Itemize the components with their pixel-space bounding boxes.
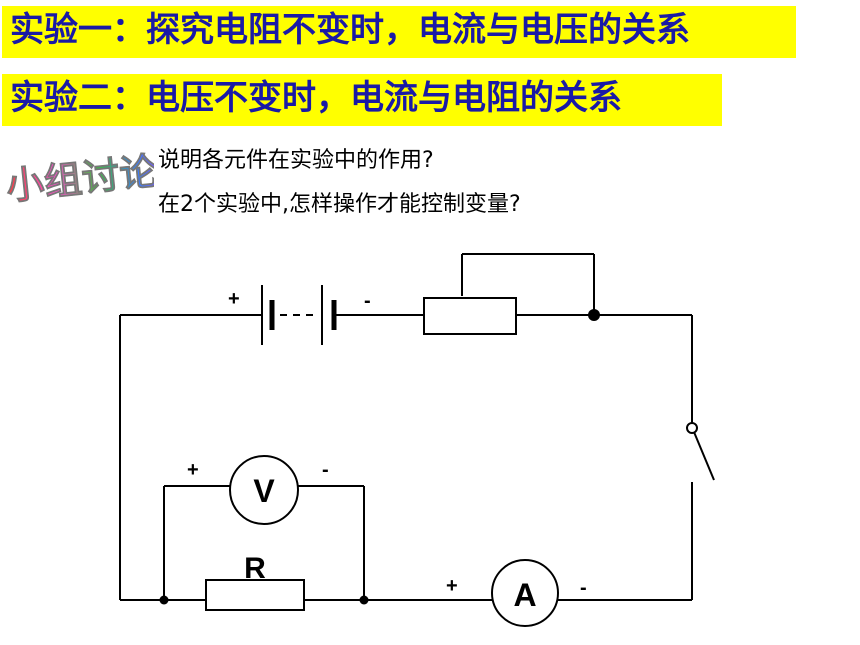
question-1: 说明各元件在实验中的作用?: [158, 148, 434, 173]
ammeter-plus-label: +: [446, 575, 458, 597]
question-2: 在2个实验中,怎样操作才能控制变量?: [158, 192, 521, 217]
resistor-label: R: [244, 552, 266, 585]
rheostat-body: [423, 297, 517, 335]
voltmeter-circle: [229, 455, 299, 525]
ammeter-minus-label: -: [580, 577, 587, 599]
experiment2-banner: 实验二：电压不变时，电流与电阻的关系: [2, 74, 722, 126]
ammeter-circle: [491, 559, 559, 627]
voltmeter-plus-label: +: [187, 459, 199, 481]
resistor-body: [205, 579, 305, 611]
switch-blade: [693, 431, 715, 481]
voltmeter-symbol: V: [253, 473, 275, 509]
experiment1-banner: 实验一：探究电阻不变时，电流与电压的关系: [2, 6, 796, 58]
junction-dot: [359, 595, 369, 605]
junction-dot: [588, 309, 600, 321]
voltmeter-minus-label: -: [322, 459, 329, 481]
battery-minus-label: -: [364, 290, 371, 312]
junction-dot: [159, 595, 169, 605]
switch-contact: [686, 422, 698, 434]
battery-plus-label: +: [228, 288, 240, 310]
group-discussion-wordart: 小组讨论:: [4, 147, 154, 209]
ammeter-symbol: A: [513, 577, 536, 613]
